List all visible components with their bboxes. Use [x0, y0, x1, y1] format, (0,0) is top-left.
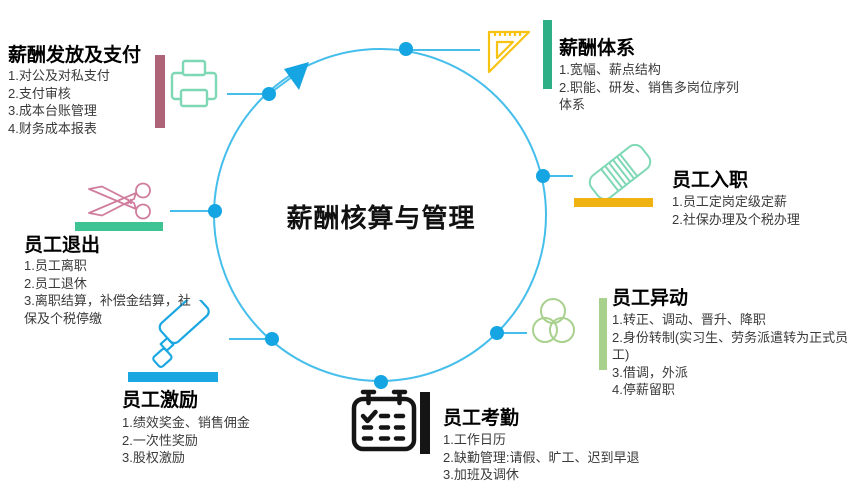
accent-bar-employee-transfer [599, 298, 607, 370]
cycle-node-dot [374, 375, 388, 389]
list-item: 1.员工定岗定级定薪 [672, 194, 787, 209]
list-item: 1.转正、调动、晋升、降职 [612, 312, 766, 327]
node-items-salary-payment: 1.对公及对私支付 2.支付审核 3.成本台账管理 4.财务成本报表 [8, 67, 158, 137]
node-items-employee-exit: 1.员工离职 2.员工退休 3.离职结算，补偿金结算，社保及个税停缴 [24, 257, 196, 327]
cycle-node-dot [262, 87, 276, 101]
eraser-icon [588, 143, 652, 201]
list-item: 1.员工离职 [24, 258, 87, 273]
list-item: 2.支付审核 [8, 85, 71, 101]
node-items-employee-incentive: 1.绩效奖金、销售佣金 2.一次性奖励 3.股权激励 [122, 414, 287, 467]
cycle-node-dot [399, 42, 413, 56]
list-item: 4.财务成本报表 [8, 120, 97, 136]
connector-lines [170, 49, 573, 340]
list-item: 4.停薪留职 [612, 382, 675, 397]
accent-bar-salary-payment [155, 55, 165, 128]
node-title-employee-exit: 员工退出 [24, 235, 101, 256]
node-items-employee-attendance: 1.工作日历 2.缺勤管理:请假、旷工、迟到早退 3.加班及调休 [443, 431, 678, 484]
node-items-employee-transfer: 1.转正、调动、晋升、降职 2.身份转制(实习生、劳务派遣转为正式员工) 3.借… [612, 311, 862, 399]
accent-bar-salary-system [543, 20, 552, 89]
list-item: 2.一次性奖励 [122, 432, 198, 448]
calendar-icon [351, 389, 417, 452]
arrow-shaft [272, 76, 293, 92]
center-title: 薪酬核算与管理 [286, 203, 476, 233]
list-item: 3.借调，外派 [612, 364, 688, 380]
cycle-node-dot [490, 326, 504, 340]
list-item: 2.身份转制(实习生、劳务派遣转为正式员工) [612, 329, 849, 363]
list-item: 2.社保办理及个税办理 [672, 211, 800, 227]
clockwise-arrow-icon [284, 62, 309, 90]
list-item: 1.绩效奖金、销售佣金 [122, 415, 250, 430]
node-title-employee-incentive: 员工激励 [122, 390, 199, 411]
node-items-employee-onboarding: 1.员工定岗定级定薪 2.社保办理及个税办理 [672, 193, 857, 228]
accent-bar-employee-incentive [128, 372, 218, 382]
list-item: 2.员工退休 [24, 275, 87, 291]
set-square-icon [487, 30, 531, 74]
cycle-node-dot [265, 332, 279, 346]
accent-bar-employee-onboarding [574, 198, 653, 207]
cycle-dots [208, 42, 550, 389]
accent-bar-employee-exit [75, 222, 163, 231]
list-item: 2.缺勤管理:请假、旷工、迟到早退 [443, 449, 640, 465]
printer-icon [170, 59, 218, 108]
cycle-node-dot [208, 204, 222, 218]
list-item: 3.离职结算，补偿金结算，社保及个税停缴 [24, 293, 191, 326]
node-items-salary-system: 1.宽幅、薪点结构 2.职能、研发、销售多岗位序列体系 [559, 61, 739, 114]
list-item: 3.成本台账管理 [8, 103, 97, 118]
paint-roller-icon [152, 300, 210, 368]
list-item: 2.职能、研发、销售多岗位序列体系 [559, 79, 739, 113]
node-title-salary-system: 薪酬体系 [559, 38, 636, 59]
cycle-node-dot [536, 169, 550, 183]
list-item: 1.工作日历 [443, 432, 506, 447]
list-item: 1.宽幅、薪点结构 [559, 62, 661, 77]
node-title-employee-attendance: 员工考勤 [443, 408, 520, 429]
list-item: 1.对公及对私支付 [8, 68, 110, 83]
node-title-employee-onboarding: 员工入职 [672, 170, 749, 191]
node-title-salary-payment: 薪酬发放及支付 [8, 45, 142, 66]
list-item: 3.股权激励 [122, 450, 185, 465]
scissors-icon [88, 182, 151, 220]
list-item: 3.加班及调休 [443, 467, 519, 482]
accent-bar-employee-attendance [420, 392, 430, 454]
node-title-employee-transfer: 员工异动 [612, 288, 689, 309]
venn-diagram-icon [532, 298, 575, 343]
